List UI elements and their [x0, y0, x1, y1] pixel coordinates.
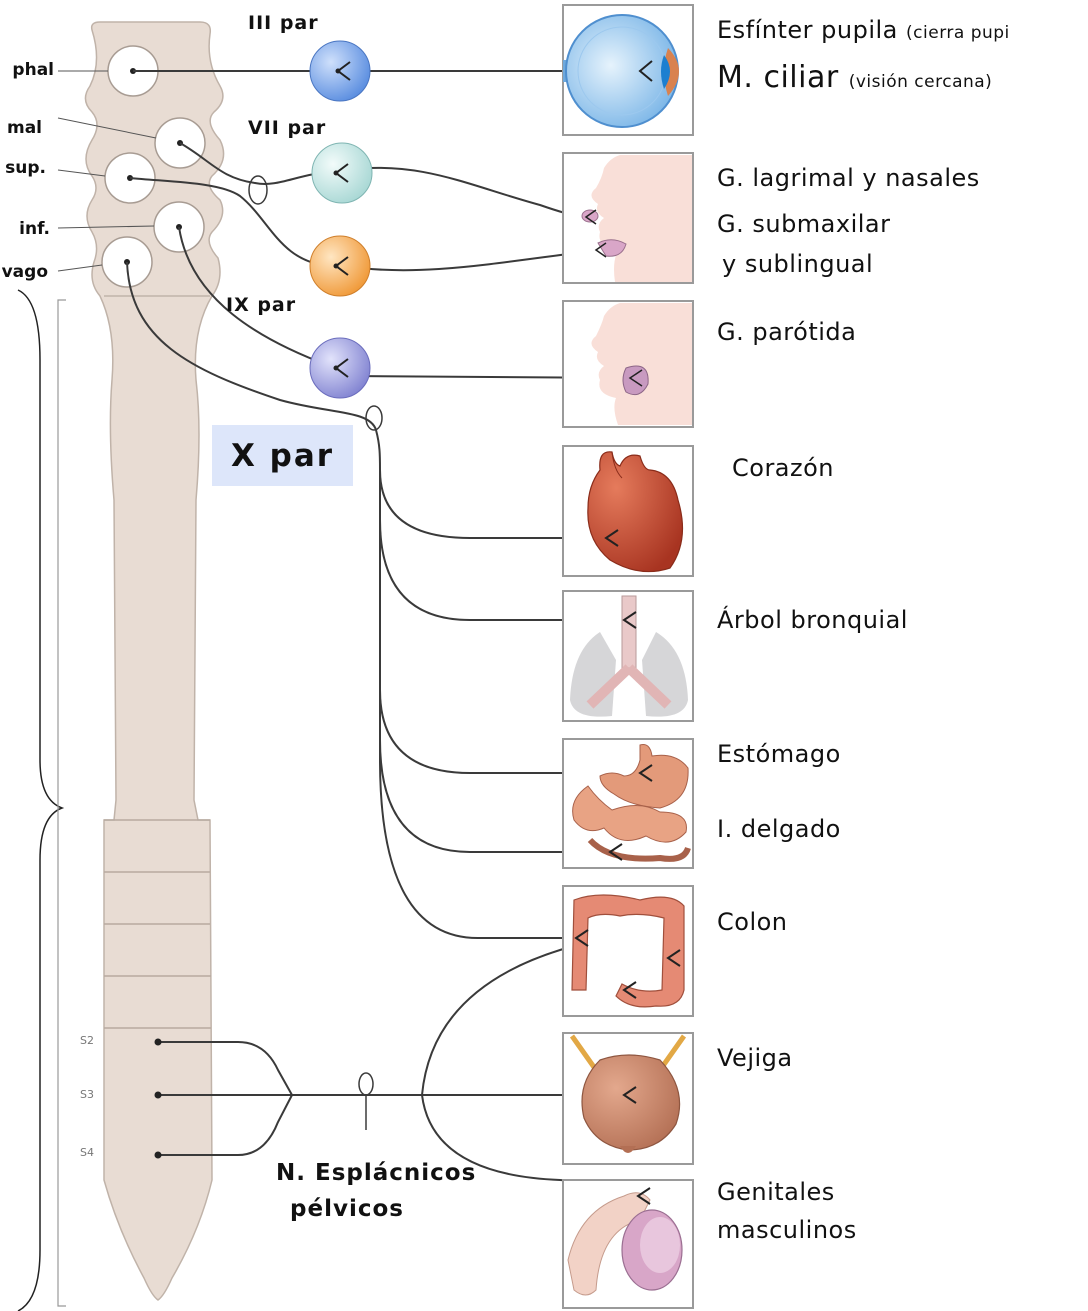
synapse-loop-vii — [249, 176, 267, 204]
label-ciliary: M. ciliar (visión cercana) — [717, 60, 992, 95]
label-genitals-1: Genitales — [717, 1178, 835, 1206]
label-submaxilar: G. submaxilar — [717, 210, 891, 238]
organ-stomach-intestine — [563, 739, 693, 868]
segment-label-s2: S2 — [80, 1034, 94, 1047]
label-bladder: Vejiga — [717, 1044, 793, 1072]
label-parotid: G. parótida — [717, 318, 856, 346]
organ-bladder — [563, 1033, 693, 1164]
ganglion-submandibular — [310, 236, 370, 296]
label-sublingual: y sublingual — [722, 250, 873, 278]
label-ciliary-note: (visión cercana) — [849, 72, 993, 92]
brace-left — [18, 290, 62, 1311]
ganglion-ciliary — [310, 41, 370, 101]
label-lacrimal: G. lagrimal y nasales — [717, 164, 980, 192]
spinal-cord — [85, 22, 223, 1300]
label-pelvic-nerves-1: N. Esplácnicos — [276, 1160, 476, 1186]
segment-label-s4: S4 — [80, 1146, 94, 1159]
nucleus-label-sup: sup. — [5, 158, 46, 178]
nucleus-label-lacrimal: mal — [7, 118, 42, 138]
label-stomach: Estómago — [717, 740, 841, 768]
label-vii-par: VII par — [248, 117, 326, 139]
bracket-left — [58, 300, 66, 1306]
ganglion-otic — [310, 338, 370, 398]
organ-face-glands — [563, 153, 693, 283]
label-bronchi: Árbol bronquial — [717, 606, 908, 634]
label-colon: Colon — [717, 908, 788, 936]
label-genitals-2: masculinos — [717, 1216, 857, 1244]
organ-eye — [563, 5, 693, 135]
label-iii-par: III par — [248, 12, 319, 34]
ganglion-pterygopalatine — [312, 143, 372, 203]
label-sphincter: Esfínter pupila (cierra pupi — [717, 16, 1010, 44]
nucleus-label-vago: vago — [2, 262, 48, 282]
organ-genitals — [563, 1180, 693, 1308]
label-pelvic-nerves-2: pélvicos — [290, 1196, 404, 1222]
organ-bronchi — [563, 591, 693, 721]
organ-face-parotid — [563, 301, 693, 427]
label-sphincter-note: (cierra pupi — [906, 23, 1010, 43]
organ-colon — [563, 886, 693, 1016]
label-heart: Corazón — [732, 454, 834, 482]
nucleus-label-edinger: phal — [12, 60, 54, 80]
label-x-par: X par — [212, 425, 353, 486]
label-small-intestine: I. delgado — [717, 815, 841, 843]
label-sphincter-name: Esfínter pupila — [717, 16, 898, 44]
label-ix-par: IX par — [226, 294, 296, 316]
synapse-loop-pelvic — [359, 1073, 373, 1095]
label-ciliary-name: M. ciliar — [717, 60, 839, 95]
organ-heart — [563, 446, 693, 576]
segment-label-s3: S3 — [80, 1088, 94, 1101]
nucleus-label-inf: inf. — [19, 219, 50, 239]
